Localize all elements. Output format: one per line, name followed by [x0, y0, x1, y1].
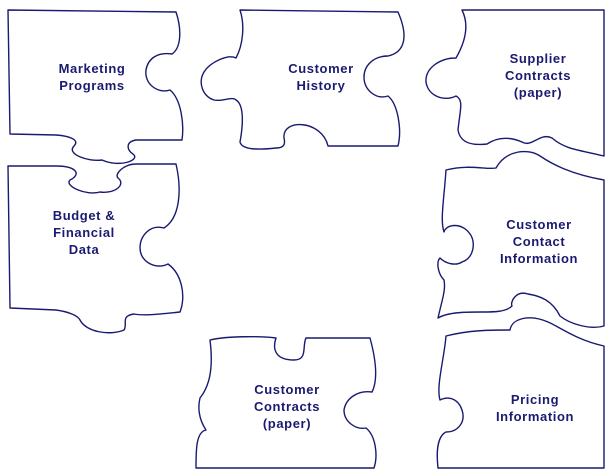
- label-line: (paper): [513, 85, 563, 100]
- puzzle-piece-supplier-contracts: [425, 9, 605, 157]
- label-line: Budget &: [52, 208, 116, 223]
- label-line: Information: [499, 251, 579, 266]
- piece-label-customer-history: Customer History: [259, 60, 383, 94]
- piece-label-budget-financial: Budget & Financial Data: [34, 207, 134, 258]
- puzzle-piece-pricing-information: [436, 317, 605, 469]
- label-line: Marketing: [58, 61, 126, 76]
- piece-label-customer-contracts: Customer Contracts (paper): [228, 381, 346, 432]
- label-line: (paper): [262, 416, 312, 431]
- label-line: Information: [495, 409, 575, 424]
- puzzle-piece-customer-contact: [437, 150, 605, 328]
- label-line: Customer: [288, 61, 354, 76]
- puzzle-piece-budget-financial: [7, 163, 184, 334]
- label-line: Contracts: [504, 68, 572, 83]
- label-line: Customer: [506, 217, 572, 232]
- label-line: Contact: [512, 234, 566, 249]
- label-line: Data: [68, 242, 100, 257]
- puzzle-piece-customer-history: [200, 9, 405, 150]
- label-line: Financial: [53, 225, 115, 240]
- puzzle-piece-customer-contracts: [195, 335, 377, 469]
- label-line: Pricing: [510, 392, 560, 407]
- label-line: Supplier: [509, 51, 567, 66]
- label-line: History: [296, 78, 346, 93]
- piece-label-pricing-information: Pricing Information: [470, 391, 600, 425]
- puzzle-piece-marketing-programs: [7, 9, 184, 164]
- piece-label-marketing-programs: Marketing Programs: [42, 60, 142, 94]
- piece-label-supplier-contracts: Supplier Contracts (paper): [476, 50, 600, 101]
- label-line: Customer: [254, 382, 320, 397]
- label-line: Programs: [59, 78, 125, 93]
- label-line: Contracts: [253, 399, 321, 414]
- piece-label-customer-contact: Customer Contact Information: [474, 216, 604, 267]
